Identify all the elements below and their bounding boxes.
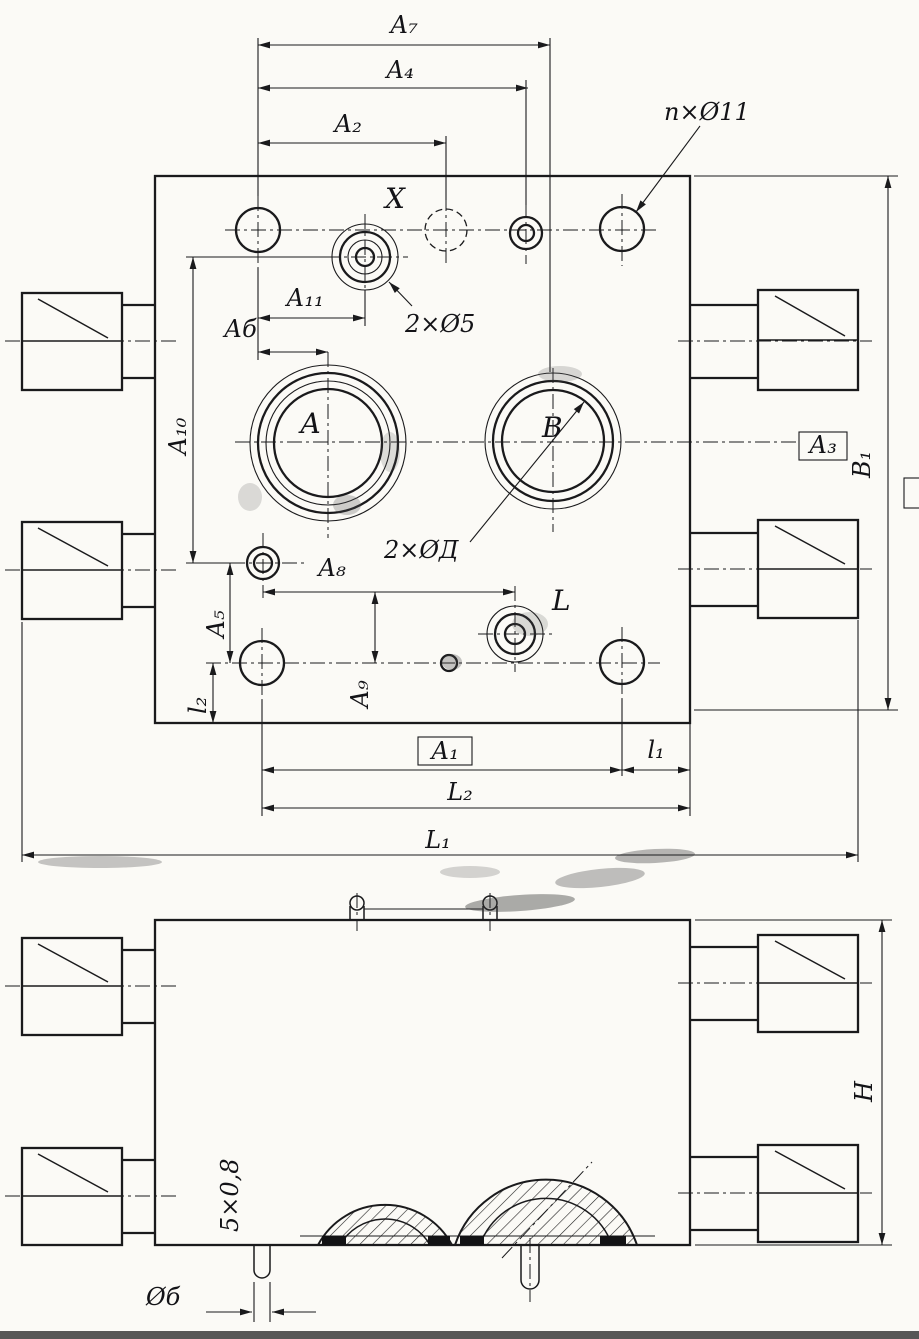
dim-label-h: Н <box>850 1080 878 1103</box>
dim-label-ab: Аб <box>222 315 257 343</box>
top-view: А₇ А₄ А₂ п×Ø11 Х 2×Ø5 А₁₁ Аб А₁₀ А В 2×Ø… <box>5 11 919 862</box>
port-label-l: L <box>551 584 571 617</box>
dim-label-a2: А₂ <box>332 110 362 138</box>
note-diam-b: Øб <box>145 1283 181 1311</box>
dim-label-a4: А₄ <box>384 56 414 84</box>
dome-right <box>453 1178 639 1246</box>
dim-label-l1: l₁ <box>647 736 664 764</box>
flange-top-right <box>690 288 860 392</box>
dim-label-a10: А₁₀ <box>164 417 192 457</box>
note-chamfer: 5×0,8 <box>216 1158 244 1232</box>
datum-frame-a3 <box>798 431 848 461</box>
ports-and-holes <box>234 205 646 687</box>
dimension-lines-top-view <box>22 41 892 859</box>
dim-label-a8: А₈ <box>316 554 346 582</box>
seal-left-1 <box>322 1236 346 1245</box>
extension-lines-top-view <box>21 38 898 862</box>
bottom-pins <box>253 1245 540 1290</box>
leader-lines-top-view <box>388 125 701 543</box>
port-label-b: В <box>541 411 563 444</box>
front-view: 5×0,8 Øб Н <box>5 893 892 1322</box>
small-hole-left <box>245 545 281 581</box>
dome-left <box>316 1203 454 1246</box>
manifold-block-outline <box>153 174 692 725</box>
small-hole-center-bottom <box>439 653 459 673</box>
bolt-hole-bottom-right <box>598 638 646 686</box>
labels-front-view: 5×0,8 Øб Н <box>145 1080 878 1311</box>
note-2xd5: 2×Ø5 <box>404 310 475 338</box>
dimensions-front-view <box>206 919 892 1322</box>
seal-right-2 <box>600 1236 626 1245</box>
top-pins <box>349 893 498 931</box>
datum-frame-clipped <box>903 477 919 509</box>
small-hole-top <box>508 215 544 251</box>
phantom-hole <box>424 208 468 252</box>
dim-label-L1: L₁ <box>424 826 451 854</box>
note-n-holes: п×Ø11 <box>664 98 750 126</box>
port-l-hole <box>486 605 544 663</box>
sectioned-domes <box>300 1178 655 1246</box>
seal-left-2 <box>428 1236 450 1245</box>
labels-top-view: А₇ А₄ А₂ п×Ø11 Х 2×Ø5 А₁₁ Аб А₁₀ А В 2×Ø… <box>164 11 876 854</box>
dim-label-b1: В₁ <box>848 451 876 479</box>
datum-label-a1: А₁ <box>429 737 459 765</box>
datum-frame-a1 <box>417 736 473 766</box>
dim-label-L2: L₂ <box>446 778 473 806</box>
port-label-a: А <box>298 407 321 440</box>
port-a-circle <box>249 364 407 522</box>
port-label-x: Х <box>383 182 406 215</box>
note-2xdd: 2×ØД <box>383 536 459 564</box>
seal-right-1 <box>460 1236 484 1245</box>
dim-label-a5: А₅ <box>202 610 230 640</box>
bolt-hole-bottom-left <box>238 639 286 687</box>
dim-label-a7: А₇ <box>388 11 418 39</box>
bolt-hole-top-left <box>234 206 282 254</box>
centerlines-front-view <box>5 982 872 1302</box>
dim-label-a11: А₁₁ <box>284 284 323 312</box>
centerlines-top-view <box>5 194 872 700</box>
port-b-circle <box>484 372 622 510</box>
bolt-hole-top-right <box>598 205 646 253</box>
dim-label-a9: А₉ <box>346 680 374 710</box>
dim-label-l2: l₂ <box>184 697 212 714</box>
datum-label-a3: А₃ <box>807 431 837 459</box>
